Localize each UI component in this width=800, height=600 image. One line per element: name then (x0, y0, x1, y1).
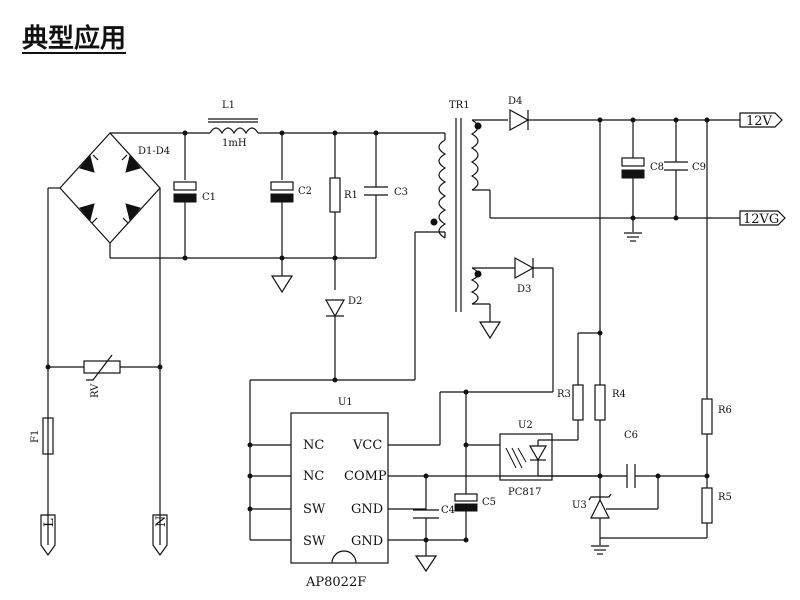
pin-nc-2: NC (303, 469, 324, 484)
output-terminal-12v: 12V (739, 112, 783, 129)
out-12vg-label: 12VG (743, 212, 779, 227)
c8-label: C8 (650, 162, 664, 173)
transformer-core: TR1 (449, 100, 470, 312)
pin-sw-2: SW (303, 534, 326, 549)
d4-label: D4 (508, 96, 522, 107)
terminal-l-label: L (42, 518, 57, 527)
auxiliary-winding (470, 267, 515, 340)
capacitor-c5: C5 (454, 392, 496, 540)
terminal-l: L (40, 514, 57, 557)
fuse-f1: F1 (30, 417, 54, 455)
junction-dots (45, 117, 710, 543)
diode-d4: D4 (508, 96, 530, 132)
d2-label: D2 (348, 296, 362, 307)
ground-symbol-u3 (591, 545, 609, 555)
bridge-diode-bottom-right (122, 203, 141, 224)
bridge-diode-bottom-left (79, 203, 98, 224)
capacitor-c9: C9 (664, 120, 706, 218)
inductor-l1: L1 1mH (208, 100, 259, 149)
fuse-label: F1 (30, 430, 41, 443)
c5-label: C5 (482, 497, 496, 508)
capacitor-c6: C6 (600, 430, 707, 488)
u2-label: U2 (518, 420, 533, 431)
terminal-n: N (152, 514, 169, 557)
ground-symbol-primary (270, 258, 294, 294)
bridge-diode-top-right (121, 154, 141, 173)
varistor-label: RV (90, 383, 101, 398)
capacitor-c4: C4 (413, 476, 455, 573)
pin-vcc: VCC (352, 438, 382, 453)
resistor-r1: R1 (329, 133, 358, 290)
c9-label: C9 (692, 162, 706, 173)
diode-d3: D3 (514, 256, 535, 295)
r1-label: R1 (344, 190, 358, 201)
r4-label: R4 (612, 389, 626, 400)
transformer-primary (414, 133, 447, 380)
regulator-u3: U3 (572, 476, 659, 545)
diode-d2: D2 (324, 296, 362, 380)
u1-label: U1 (338, 397, 353, 408)
transformer-label: TR1 (449, 100, 470, 111)
chip-name-label: AP8022F (305, 575, 366, 590)
resistor-r6: R6 (701, 120, 732, 488)
resistor-r5: R5 (600, 487, 732, 539)
inductor-value-label: 1mH (222, 138, 247, 149)
r3-label: R3 (557, 389, 571, 400)
c1-label: C1 (202, 192, 216, 203)
capacitor-c2: C2 (270, 133, 312, 258)
output-terminal-12vg: 12VG (739, 210, 786, 227)
bridge-diode-top-left (79, 154, 99, 173)
capacitor-c1: C1 (173, 181, 216, 258)
c2-label: C2 (298, 186, 312, 197)
resistor-r4: R4 (594, 120, 626, 476)
c3-label: C3 (394, 187, 408, 198)
r5-label: R5 (718, 492, 732, 503)
pin-gnd-2: GND (351, 534, 383, 549)
optocoupler-u2: U2 PC817 (499, 420, 553, 498)
resistor-r3: R3 (557, 333, 584, 421)
pin-comp: COMP (344, 469, 387, 484)
c6-label: C6 (624, 430, 638, 441)
bridge-label: D1-D4 (138, 146, 170, 157)
u3-label: U3 (572, 500, 587, 511)
ground-symbol-secondary (624, 232, 642, 242)
pin-gnd-1: GND (351, 502, 383, 517)
terminal-n-label: N (154, 516, 169, 527)
inductor-ref-label: L1 (222, 100, 235, 111)
r6-label: R6 (718, 405, 732, 416)
page-title: 典型应用 (22, 24, 127, 54)
capacitor-c3: C3 (335, 133, 408, 259)
bridge-rectifier: D1-D4 (59, 132, 170, 244)
varistor-rv: RV (48, 354, 160, 398)
pin-sw-1: SW (303, 502, 326, 517)
d3-label: D3 (517, 284, 531, 295)
capacitor-c8: C8 (621, 120, 664, 232)
transformer-secondary (470, 119, 740, 219)
optocoupler-label: PC817 (508, 487, 541, 498)
pin-nc-1: NC (303, 438, 324, 453)
ic-u1: U1 AP8022F NC NC SW SW VCC COMP GND GND (290, 397, 389, 590)
out-12v-label: 12V (746, 114, 773, 129)
c4-label: C4 (441, 505, 455, 516)
